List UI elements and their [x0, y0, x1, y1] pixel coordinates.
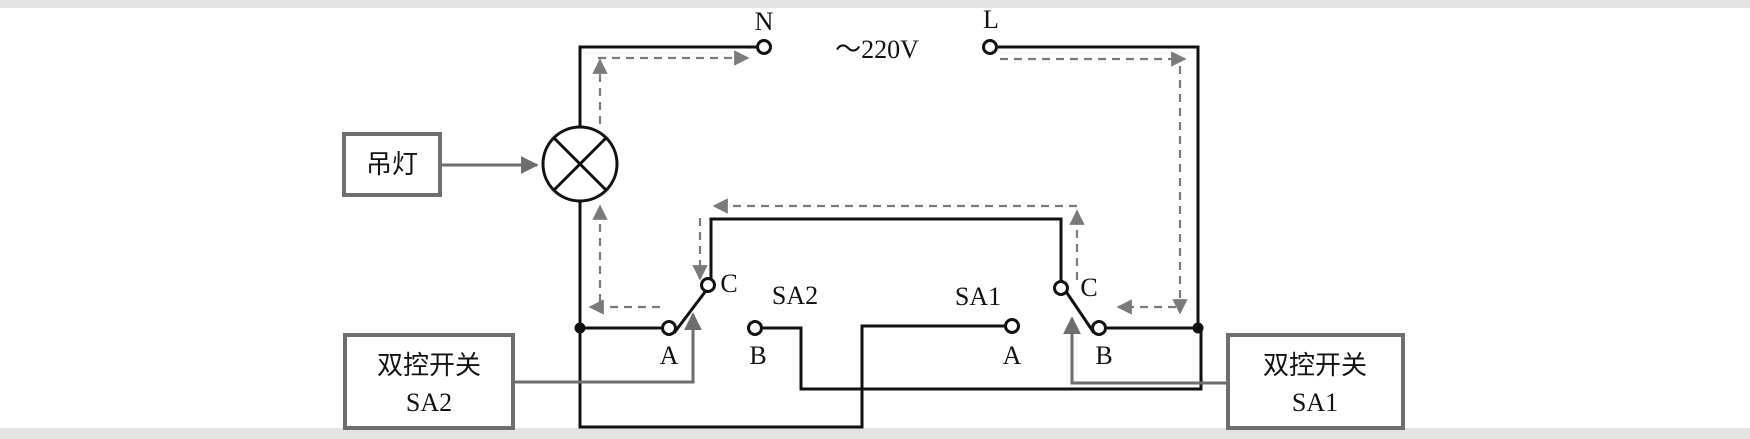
open-circle-terminal-icon [661, 320, 677, 336]
open-circle-terminal-icon [1053, 280, 1069, 296]
sa2-terminal-a-label: A [660, 341, 679, 370]
lamp-label-box: 吊灯 [342, 132, 442, 197]
wire-live-to-right-junction [998, 45, 1200, 328]
sa1-terminal-b-label: B [1095, 341, 1112, 370]
top-border-band [0, 0, 1750, 8]
wiring [578, 45, 1203, 429]
open-circle-terminal-icon [747, 320, 763, 336]
filled-dot-junction-icon [1192, 322, 1204, 334]
label-pointers [442, 156, 1228, 385]
sa2-name-label: SA2 [772, 281, 818, 310]
sa2-switch-blade [672, 287, 710, 334]
sa2-box-line2: SA2 [406, 388, 452, 417]
pointer-sa1 [1063, 316, 1228, 385]
sa2-terminal-b-label: B [749, 341, 766, 370]
pointer-sa2 [513, 312, 702, 384]
sa1-box-line2: SA1 [1292, 388, 1338, 417]
wire-sa2c-to-sa1c [709, 217, 1063, 281]
junctions [574, 322, 1204, 334]
bottom-border-band [0, 428, 1750, 439]
sa1-name-label: SA1 [955, 282, 1001, 311]
open-circle-terminal-icon [982, 39, 998, 55]
wire-neutral-to-lamp [578, 45, 756, 128]
sa2-terminal-c-label: C [720, 269, 737, 298]
open-circle-terminal-icon [756, 39, 772, 55]
live-label: L [983, 5, 999, 34]
sa1-terminal-c-label: C [1080, 273, 1097, 302]
neutral-label: N [755, 7, 774, 36]
lamp-box-text: 吊灯 [366, 150, 418, 180]
open-circle-terminal-icon [1004, 318, 1020, 334]
sa1-label-box: 双控开关 SA1 [1226, 333, 1405, 430]
lamp-cross-circle-icon [541, 125, 619, 203]
terminals [661, 39, 1107, 336]
filled-dot-junction-icon [574, 322, 586, 334]
sa2-label-box: 双控开关 SA2 [343, 333, 515, 430]
sa1-terminal-a-label: A [1003, 341, 1022, 370]
current-flow-path [588, 50, 1188, 315]
wire-sa2b-to-sa1b [762, 326, 1203, 391]
wire-sa2a-to-sa1a [578, 324, 1005, 429]
voltage-label: ～220V [835, 35, 919, 64]
open-circle-terminal-icon [1091, 320, 1107, 336]
sa2-box-line1: 双控开关 [377, 351, 481, 381]
sa1-switch-blade [1063, 289, 1096, 334]
sa1-box-line1: 双控开关 [1263, 351, 1367, 381]
open-circle-terminal-icon [700, 277, 716, 293]
